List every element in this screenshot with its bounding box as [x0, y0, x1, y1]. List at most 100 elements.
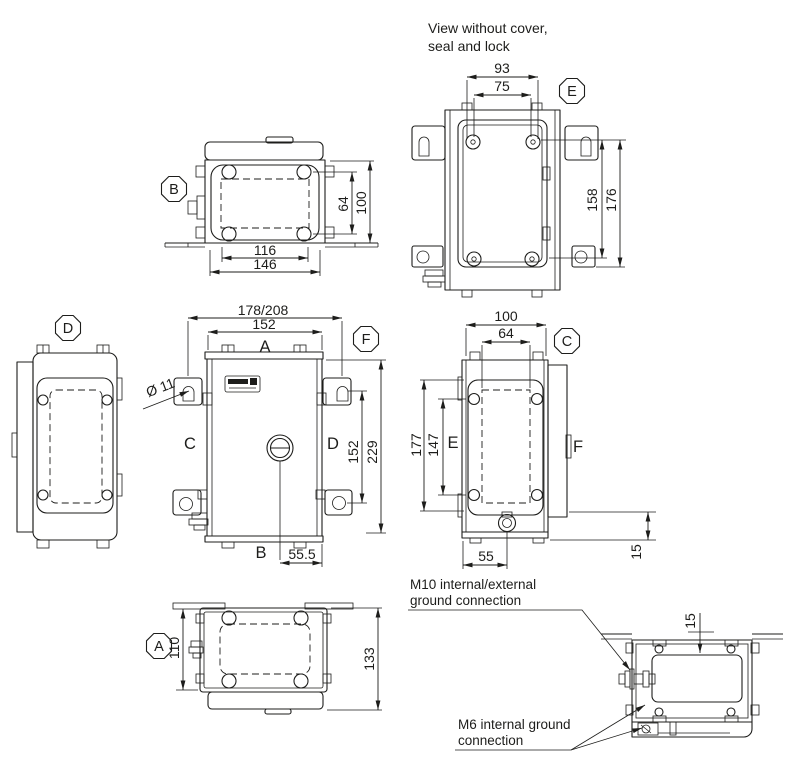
screw	[469, 537, 482, 544]
mounting-bracket	[411, 125, 446, 161]
screw	[531, 102, 543, 111]
dimension-178-208: 178/208	[187, 302, 343, 376]
screw	[461, 289, 473, 298]
m6-annotation-line2: connection	[458, 733, 523, 748]
cover-handle	[264, 708, 292, 715]
view-b-top: B 64 100 116	[160, 136, 379, 276]
cover-rim	[204, 535, 324, 543]
mounting-plate	[16, 361, 34, 533]
mounting-bracket	[571, 245, 596, 268]
corner-bracket	[724, 639, 739, 647]
view-badge-c: C	[553, 327, 581, 355]
dimension-110: 110	[166, 609, 198, 691]
hidden-opening	[481, 389, 531, 504]
cover-screw	[37, 489, 49, 501]
m6-screw	[669, 721, 677, 736]
cover-screw	[37, 394, 49, 406]
dim-label: 110	[166, 637, 182, 660]
face-label-a: A	[259, 338, 270, 356]
m10-annotation-line1: M10 internal/external	[410, 577, 536, 592]
cover-screw	[296, 226, 312, 242]
dim-label: 93	[494, 60, 510, 76]
dim-label: 15	[628, 544, 644, 560]
dim-label: 100	[494, 308, 518, 324]
hinge	[116, 377, 123, 401]
cover-screw	[530, 392, 544, 406]
cable-gland	[422, 269, 446, 288]
m6-leader-line	[570, 727, 643, 751]
hinge	[116, 473, 123, 497]
enclosure-body	[444, 109, 561, 291]
dimension-152-top: 152	[207, 316, 323, 350]
dim-label: 64	[335, 196, 351, 212]
lock-insert	[266, 434, 294, 560]
cover-rim	[461, 531, 549, 539]
dim-label: 147	[425, 433, 441, 457]
dim-label: 133	[361, 647, 377, 671]
m10-leader-line	[408, 609, 631, 671]
dimension-229: 229	[326, 359, 386, 534]
mounting-plate-tab	[11, 432, 18, 458]
hidden-opening	[220, 178, 310, 229]
dim-label: 55.5	[288, 546, 315, 562]
dimension-100: 100	[465, 308, 547, 356]
corner-bracket	[652, 715, 667, 723]
view-badge-e: E	[558, 77, 586, 105]
dimension-133: 133	[327, 607, 382, 711]
note-line1: View without cover,	[428, 20, 548, 36]
cover-screw	[296, 164, 312, 180]
view-badge-b: B	[160, 175, 188, 203]
badge-a-label: A	[154, 639, 164, 655]
screw	[322, 673, 332, 684]
cable-gland	[187, 195, 206, 220]
dimension-152-right: 152	[345, 390, 367, 504]
screw	[625, 704, 634, 716]
hinge	[457, 493, 463, 518]
screw	[197, 489, 208, 500]
dim-label: 15	[682, 613, 698, 629]
cover-screw	[467, 392, 481, 406]
latch-slot	[542, 166, 551, 181]
screw	[195, 613, 205, 624]
dim-label: Ø 11	[144, 375, 177, 401]
badge-f-label: F	[362, 332, 371, 348]
view-badge-f: F	[352, 325, 380, 353]
mounting-bracket	[322, 377, 352, 406]
dimension-147: 147	[425, 398, 466, 496]
screw	[469, 351, 481, 361]
screw	[202, 392, 213, 406]
screw	[195, 226, 206, 239]
cover-screw	[221, 673, 237, 689]
dim-label: 176	[603, 188, 619, 212]
dim-label: 158	[584, 188, 600, 212]
screw	[625, 642, 634, 654]
view-a-bottom: A 110 133	[145, 602, 382, 715]
screw	[532, 351, 544, 361]
mounting-bracket	[564, 125, 599, 161]
cover-screw	[221, 226, 237, 242]
face-label-d: D	[327, 435, 339, 453]
dim-label: 152	[345, 440, 361, 464]
cover-screw	[467, 488, 481, 502]
enclosure-body	[461, 359, 549, 533]
dim-label: 178/208	[238, 302, 289, 318]
cover-screw-boss	[466, 251, 482, 267]
dim-label: 100	[353, 191, 369, 215]
corner-bracket	[652, 639, 667, 647]
mounting-bracket	[411, 245, 444, 268]
face-label-f: F	[573, 438, 583, 456]
cover-edge-detail	[631, 721, 753, 738]
view-badge-a: A	[145, 632, 173, 660]
enclosure-body	[32, 352, 118, 541]
cover-screw	[101, 489, 113, 501]
weidmueller-logo-badge	[224, 375, 261, 393]
hidden-opening	[219, 623, 311, 675]
cover-face	[36, 377, 114, 514]
cover-screw-boss	[525, 134, 541, 150]
mounting-flange	[172, 602, 226, 610]
screw	[36, 539, 50, 549]
dimension-hole-dia11: Ø 11	[142, 375, 190, 410]
dim-label: 177	[408, 433, 424, 457]
screw	[750, 642, 760, 654]
